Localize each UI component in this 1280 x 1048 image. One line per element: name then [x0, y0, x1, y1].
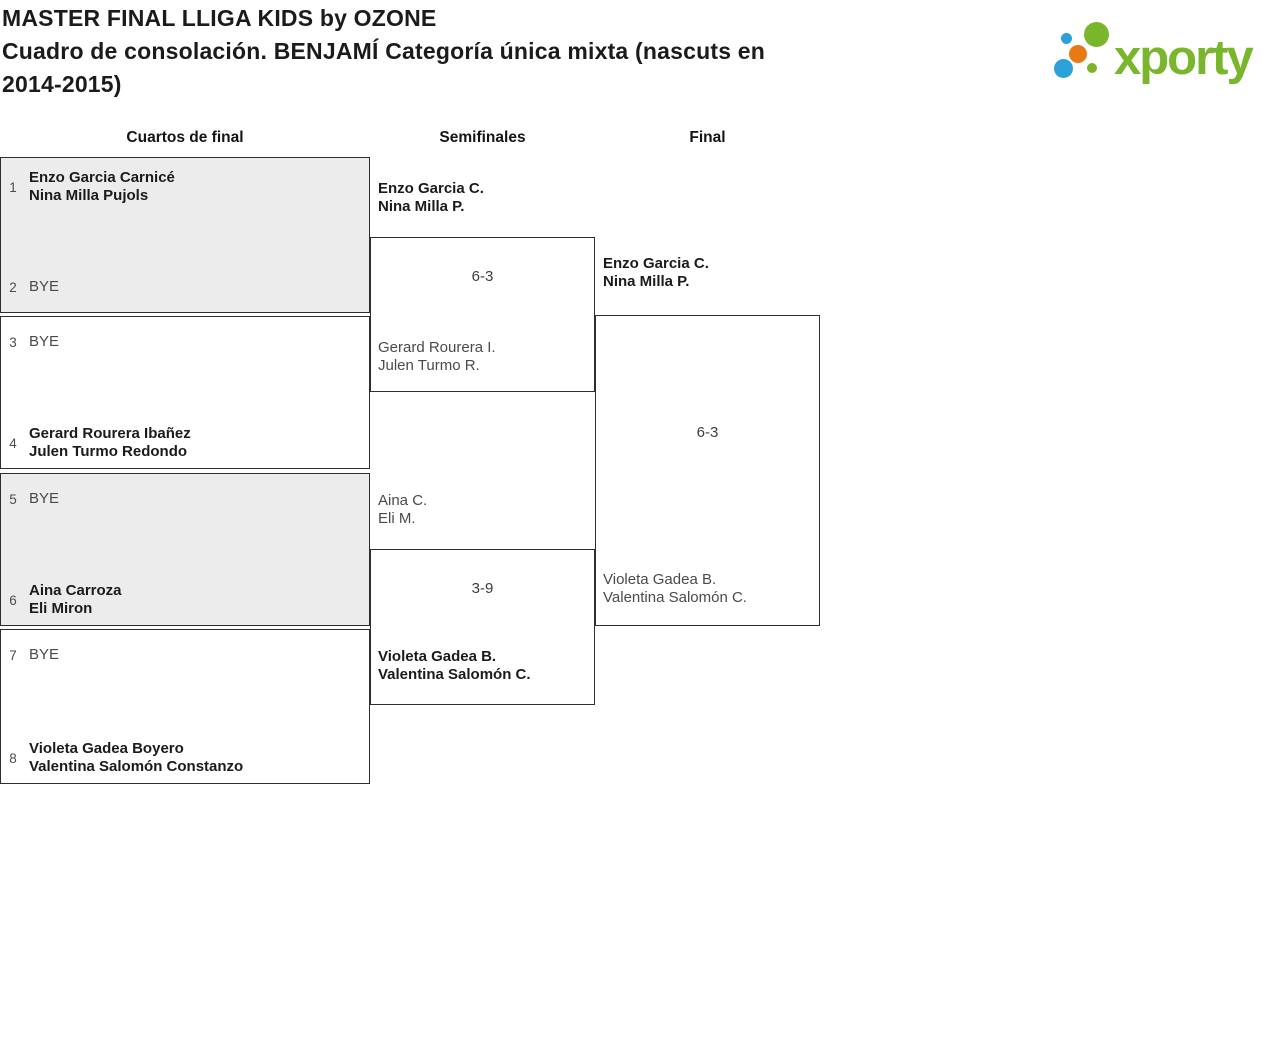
seed-number-6: 6: [9, 592, 17, 608]
participant-name-line: Valentina Salomón Constanzo: [29, 758, 244, 775]
page-title: MASTER FINAL LLIGA KIDS by OZONE Cuadro …: [2, 2, 765, 101]
semifinal-2-match-box[interactable]: 3-9: [370, 549, 595, 705]
final-match-box[interactable]: 6-3: [595, 315, 820, 626]
quarterfinal-match-1[interactable]: 1 Enzo Garcia Carnicé Nina Milla Pujols …: [0, 157, 370, 313]
participant-name-line: Violeta Gadea B.: [603, 571, 717, 588]
participant-name-line: Violeta Gadea B.: [378, 648, 497, 665]
participant-pair-5: BYE: [29, 490, 59, 508]
participant-name-line: Valentina Salomón C.: [378, 666, 531, 683]
bracket-slot-8: 8 Violeta Gadea Boyero Valentina Salomón…: [1, 740, 369, 783]
logo-dot-orange-icon: [1069, 45, 1087, 63]
logo-dot-blue-small-icon: [1060, 32, 1072, 44]
xporty-logo[interactable]: xporty: [1048, 12, 1276, 98]
bye-label: BYE: [29, 278, 60, 295]
participant-name-line: Enzo Garcia Carnicé: [29, 169, 175, 186]
participant-pair-6: Aina Carroza Eli Miron: [29, 582, 122, 618]
participant-pair-2: BYE: [29, 278, 59, 296]
bracket-slot-6: 6 Aina Carroza Eli Miron: [1, 582, 369, 625]
participant-name-line: Violeta Gadea Boyero: [29, 740, 184, 757]
participant-name-line: Nina Milla Pujols: [29, 187, 149, 204]
quarterfinal-match-2[interactable]: 3 BYE 4 Gerard Rourera Ibañez Julen Turm…: [0, 316, 370, 469]
semifinal-1-bottom-participant: Gerard Rourera I. Julen Turmo R.: [378, 339, 496, 375]
semifinal-1-top-participant: Enzo Garcia C. Nina Milla P.: [378, 180, 484, 216]
final-score: 6-3: [696, 424, 719, 441]
seed-number-2: 2: [9, 279, 17, 295]
quarterfinal-match-4[interactable]: 7 BYE 8 Violeta Gadea Boyero Valentina S…: [0, 629, 370, 784]
participant-name-line: Enzo Garcia C.: [603, 255, 709, 272]
seed-number-3: 3: [9, 334, 17, 350]
logo-wordmark: xporty: [1114, 31, 1254, 85]
final-bottom-participant: Violeta Gadea B. Valentina Salomón C.: [603, 571, 747, 607]
logo-dot-green-large-icon: [1083, 21, 1109, 47]
round-header-semifinals: Semifinales: [439, 129, 526, 146]
bracket-subtitle-line2: 2014-2015): [2, 71, 122, 97]
semifinal-2-top-participant: Aina C. Eli M.: [378, 492, 427, 528]
semifinal-1-match-box[interactable]: 6-3: [370, 237, 595, 392]
bracket-slot-3: 3 BYE: [1, 317, 369, 351]
seed-number-4: 4: [9, 435, 17, 451]
semifinal-2-score: 3-9: [471, 580, 494, 597]
participant-name-line: Aina Carroza: [29, 582, 122, 599]
participant-pair-7: BYE: [29, 646, 59, 664]
participant-name-line: Aina C.: [378, 492, 428, 509]
seed-number-1: 1: [9, 179, 17, 195]
participant-name-line: Nina Milla P.: [378, 198, 465, 215]
tournament-title: MASTER FINAL LLIGA KIDS by OZONE: [2, 5, 437, 31]
bye-label: BYE: [29, 646, 60, 663]
bye-label: BYE: [29, 490, 60, 507]
bracket-slot-4: 4 Gerard Rourera Ibañez Julen Turmo Redo…: [1, 425, 369, 468]
seed-number-5: 5: [9, 491, 17, 507]
bracket-slot-1: 1 Enzo Garcia Carnicé Nina Milla Pujols: [1, 158, 369, 205]
quarterfinal-match-3[interactable]: 5 BYE 6 Aina Carroza Eli Miron: [0, 473, 370, 626]
participant-name-line: Gerard Rourera I.: [378, 339, 496, 356]
seed-number-8: 8: [9, 750, 17, 766]
participant-pair-4: Gerard Rourera Ibañez Julen Turmo Redond…: [29, 425, 191, 461]
bracket-slot-7: 7 BYE: [1, 630, 369, 664]
round-header-final: Final: [689, 129, 726, 146]
round-header-quarterfinals: Cuartos de final: [126, 129, 244, 146]
bracket-slot-2: 2 BYE: [1, 278, 369, 312]
participant-name-line: Gerard Rourera Ibañez: [29, 425, 191, 442]
final-top-participant: Enzo Garcia C. Nina Milla P.: [603, 255, 709, 291]
semifinal-1-score: 6-3: [471, 268, 494, 285]
participant-pair-3: BYE: [29, 333, 59, 351]
bye-label: BYE: [29, 333, 60, 350]
logo-dot-blue-large-icon: [1053, 58, 1073, 78]
participant-name-line: Julen Turmo Redondo: [29, 443, 188, 460]
logo-dot-green-small-icon: [1087, 63, 1097, 73]
participant-name-line: Enzo Garcia C.: [378, 180, 484, 197]
participant-name-line: Julen Turmo R.: [378, 357, 480, 374]
participant-name-line: Eli Miron: [29, 600, 93, 617]
participant-pair-8: Violeta Gadea Boyero Valentina Salomón C…: [29, 740, 243, 776]
bracket-subtitle-line1: Cuadro de consolación. BENJAMÍ Categoría…: [2, 38, 766, 64]
bracket-slot-5: 5 BYE: [1, 474, 369, 508]
participant-name-line: Nina Milla P.: [603, 273, 690, 290]
semifinal-2-bottom-participant: Violeta Gadea B. Valentina Salomón C.: [378, 648, 531, 684]
participant-name-line: Valentina Salomón C.: [603, 589, 747, 606]
seed-number-7: 7: [9, 647, 17, 663]
participant-name-line: Eli M.: [378, 510, 416, 527]
participant-pair-1: Enzo Garcia Carnicé Nina Milla Pujols: [29, 169, 175, 205]
